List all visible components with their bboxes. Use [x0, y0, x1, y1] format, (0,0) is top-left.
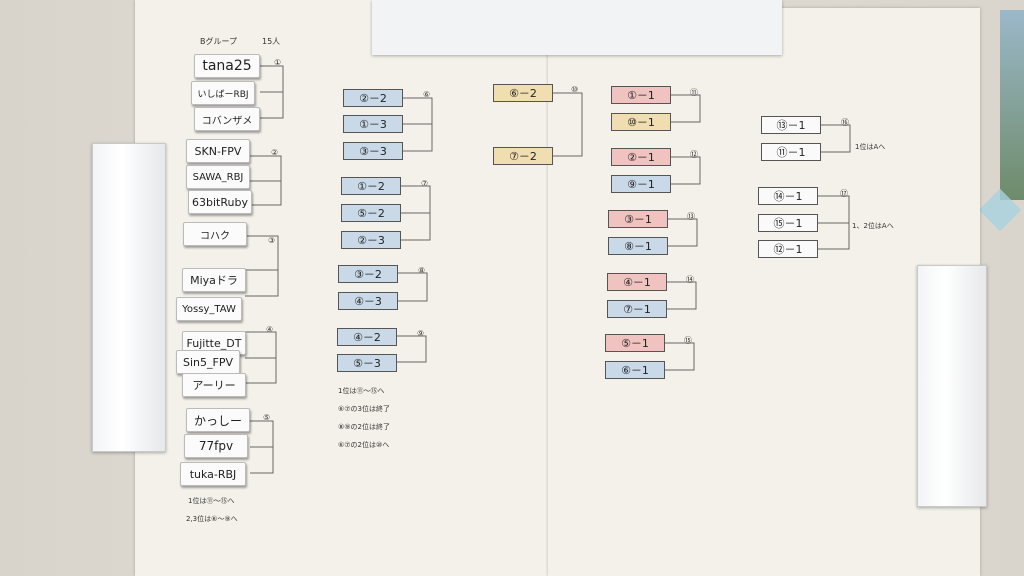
round2-num-9: ⑨ — [417, 329, 425, 338]
right-num-16: ⑯ — [841, 118, 849, 127]
player-tag-skn-fpv[interactable]: SKN-FPV — [186, 139, 250, 163]
note-mid-1: 1位は⑪～⑮へ — [338, 387, 385, 395]
player-tag-sawa-rbj[interactable]: SAWA_RBJ — [186, 165, 250, 189]
right-num-17: ⑰ — [840, 189, 848, 198]
finals-box: ⑩－1 — [611, 113, 671, 131]
player-tag-yossy-taw[interactable]: Yossy_TAW — [176, 297, 242, 321]
player-tag-ari[interactable]: アーリー — [182, 373, 246, 397]
finals-box: ②－1 — [611, 148, 671, 166]
left-magnet-strip — [92, 143, 166, 452]
right-box: ⑫－1 — [758, 240, 818, 258]
round2-num-7: ⑦ — [421, 179, 429, 188]
wall-photo — [1000, 10, 1024, 200]
group-num-4: ④ — [266, 325, 274, 334]
player-tag-kasshi[interactable]: かっしー — [186, 408, 250, 432]
finals-box: ⑤－1 — [605, 334, 665, 352]
round2-num-6: ⑥ — [423, 90, 431, 99]
player-tag-77fpv[interactable]: 77fpv — [184, 434, 248, 458]
round3-box: ⑥－2 — [493, 84, 553, 102]
right-magnet-strip — [917, 265, 987, 507]
note-left-2: 2,3位は⑥～⑨へ — [186, 515, 238, 523]
finals-box: ⑨－1 — [611, 175, 671, 193]
round3-box: ⑦－2 — [493, 147, 553, 165]
finals-num-11: ⑪ — [690, 88, 698, 97]
finals-num-12: ⑫ — [690, 150, 698, 159]
right-note-1: 1位はAへ — [855, 143, 886, 151]
round2-box: ②－3 — [341, 231, 401, 249]
round2-box: ①－3 — [343, 115, 403, 133]
player-tag-tana25[interactable]: tana25 — [194, 54, 260, 78]
finals-box: ④－1 — [607, 273, 667, 291]
player-tag-sin5-fpv[interactable]: Sin5_FPV — [176, 350, 240, 374]
player-tag-63bitruby[interactable]: 63bitRuby — [188, 190, 252, 214]
finals-num-15: ⑮ — [684, 336, 692, 345]
player-tag-ishiba[interactable]: いしばーRBJ — [191, 81, 255, 105]
finals-num-14: ⑭ — [686, 275, 694, 284]
group-num-5: ⑤ — [263, 413, 271, 422]
right-box: ⑭－1 — [758, 187, 818, 205]
group-count: 15人 — [262, 37, 281, 46]
finals-num-13: ⑬ — [687, 212, 695, 221]
group-num-1: ① — [274, 58, 282, 67]
group-title: Bグループ — [200, 37, 238, 46]
round2-box: ⑤－2 — [341, 204, 401, 222]
right-note-2: 1、2位はAへ — [852, 222, 894, 230]
player-tag-kohaku[interactable]: コハク — [183, 222, 247, 246]
finals-box: ①－1 — [611, 86, 671, 104]
round2-box: ①－2 — [341, 177, 401, 195]
right-box: ⑪－1 — [761, 143, 821, 161]
finals-box: ⑦－1 — [607, 300, 667, 318]
round2-box: ③－3 — [343, 142, 403, 160]
finals-box: ⑧－1 — [608, 237, 668, 255]
group-num-2: ② — [271, 148, 279, 157]
note-mid-3: ⑧⑨の2位は終了 — [338, 423, 391, 431]
note-mid-2: ⑥⑦の3位は終了 — [338, 405, 391, 413]
round2-box: ③－2 — [338, 265, 398, 283]
player-tag-kobanzame[interactable]: コバンザメ — [194, 107, 260, 131]
round2-box: ④－2 — [337, 328, 397, 346]
group-num-3: ③ — [268, 236, 276, 245]
note-left-1: 1位は⑪～⑮へ — [188, 497, 235, 505]
finals-box: ③－1 — [608, 210, 668, 228]
right-box: ⑮－1 — [758, 214, 818, 232]
round2-box: ⑤－3 — [337, 354, 397, 372]
top-card — [372, 0, 782, 55]
round3-num-10: ⑩ — [571, 85, 579, 94]
right-box: ⑬－1 — [761, 116, 821, 134]
round2-num-8: ⑧ — [418, 266, 426, 275]
player-tag-tuka-rbj[interactable]: tuka-RBJ — [180, 462, 246, 486]
finals-box: ⑥－1 — [605, 361, 665, 379]
note-mid-4: ⑥⑦の2位は⑩へ — [338, 441, 390, 449]
round2-box: ④－3 — [338, 292, 398, 310]
round2-box: ②－2 — [343, 89, 403, 107]
player-tag-miyadora[interactable]: Miyaドラ — [182, 268, 246, 292]
